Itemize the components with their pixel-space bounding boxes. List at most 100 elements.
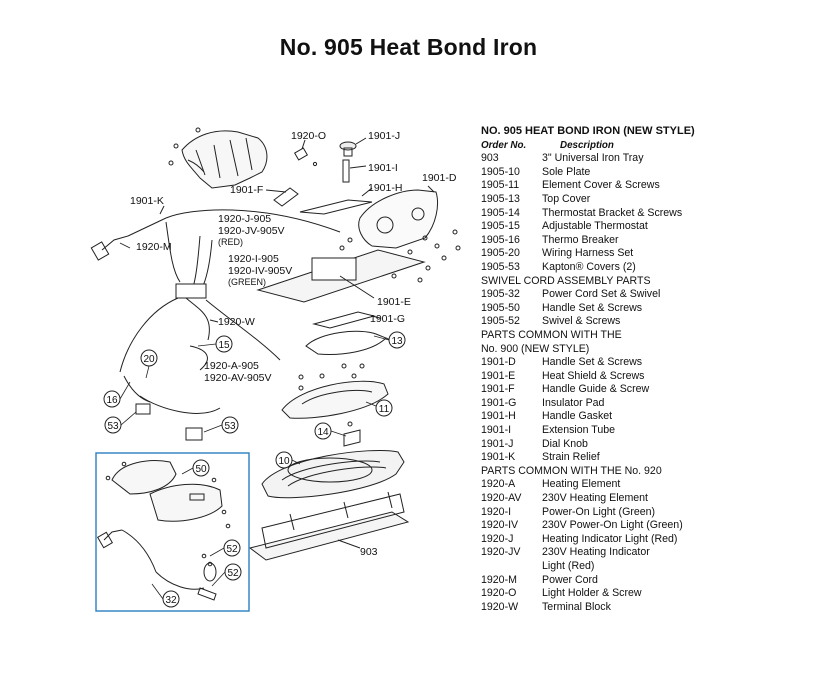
callout-13: 13 [391,336,403,347]
part-order-number: 1920-JV [481,546,521,559]
part-order-number: 1901-J [481,437,514,450]
label-1901-E: 1901-E [377,296,411,308]
part-description: Power Cord [542,573,598,586]
part-description: Thermostat Bracket & Screws [542,206,683,219]
handle-set-drawing [168,127,268,189]
part-description: Handle Set & Screws [542,301,643,314]
part-row: 1905-14 Thermostat Bracket & Screws [481,207,811,221]
part-description: Light (Red) [542,560,595,572]
label-1920-A-905: 1920-A-905 [204,360,259,372]
cover-screws-drawing [298,363,365,391]
iron-handle-drawing [358,185,439,249]
part-description: Sole Plate [542,165,591,178]
part-row: 1920-A Heating Element [481,478,811,492]
light-holder-drawing [293,139,318,167]
col-desc-header: Description [560,139,614,151]
part-row: 1901-J Dial Knob [481,438,811,452]
part-description: Heating Element [542,478,621,491]
part-description: Insulator Pad [542,396,605,409]
part-order-number: 1901-D [481,356,516,369]
label-1920-AV-905V: 1920-AV-905V [204,372,272,384]
heat-shield-drawing [256,249,426,303]
part-description: Power-On Light (Green) [542,505,656,518]
label-1901-D: 1901-D [422,172,457,184]
part-order-number: 1905-14 [481,206,520,219]
callout-52-lower: 52 [227,568,239,579]
part-row: 1905-10 Sole Plate [481,166,811,180]
part-description: Handle Set & Screws [542,356,643,369]
part-row: 1901-E Heat Shield & Screws [481,370,811,384]
part-description: Heating Indicator Light (Red) [542,532,678,545]
part-description: Thermo Breaker [542,233,619,246]
parts-list-column-headers: Order No. Description [481,139,811,153]
label-red: (RED) [218,237,243,247]
label-1901-F: 1901-F [230,184,263,196]
part-description: Wiring Harness Set [542,247,634,260]
part-row: 1920-I Power-On Light (Green) [481,506,811,520]
part-order-number: 1901-G [481,396,517,409]
section-title-continued: No. 900 (NEW STYLE) [481,342,590,355]
label-1920-J-905: 1920-J-905 [218,213,271,225]
callout-20: 20 [143,354,155,365]
callout-53-left: 53 [107,421,119,432]
handle-guide-drawing [265,187,299,207]
part-order-number: 1905-16 [481,233,520,246]
part-description: Kapton® Covers (2) [542,260,636,273]
part-order-number: 1920-A [481,478,516,491]
part-description: Power Cord Set & Swivel [542,288,661,301]
part-order-number: 1905-53 [481,260,520,273]
part-order-number: 1905-52 [481,315,520,328]
part-description: Heat Shield & Screws [542,369,645,382]
part-description: Handle Gasket [542,410,613,423]
part-order-number: 1920-W [481,600,519,613]
part-order-number: 1901-H [481,410,516,423]
part-order-number: 1920-I [481,505,512,518]
label-green: (GREEN) [228,277,266,287]
part-description: Swivel & Screws [542,315,621,328]
part-row: 1920-J Heating Indicator Light (Red) [481,533,811,547]
part-description: 230V Heating Indicator [542,546,650,559]
sole-plate-drawing [261,449,405,499]
parts-list: NO. 905 HEAT BOND IRON (NEW STYLE) Order… [481,125,811,614]
callout-52-upper: 52 [226,544,238,555]
page-title: No. 905 Heat Bond Iron [279,34,538,60]
callout-16: 16 [106,395,118,406]
section-title: SWIVEL CORD ASSEMBLY PARTS [481,274,651,287]
swivel-cord-inset [95,452,250,612]
part-description: Dial Knob [542,437,588,450]
callout-15: 15 [218,340,230,351]
part-row: 1901-H Handle Gasket [481,410,811,424]
part-row: Light (Red) [481,560,811,574]
part-description: 230V Heating Element [542,492,649,505]
callout-10: 10 [278,456,290,467]
part-order-number: 1901-E [481,369,516,382]
section-title: PARTS COMMON WITH THE [481,328,622,341]
part-order-number: 1905-10 [481,165,520,178]
section-title: PARTS COMMON WITH THE No. 920 [481,464,662,477]
dial-knob-drawing [339,137,367,157]
part-description: Extension Tube [542,424,616,437]
element-cover-drawing [281,380,389,419]
part-order-number [481,560,542,574]
part-row: 1920-JV 230V Heating Indicator [481,546,811,560]
label-1920-O: 1920-O [291,130,326,142]
part-row: 1905-53 Kapton® Covers (2) [481,261,811,275]
part-order-number: 1920-J [481,532,514,545]
part-order-number: 1901-I [481,424,512,437]
